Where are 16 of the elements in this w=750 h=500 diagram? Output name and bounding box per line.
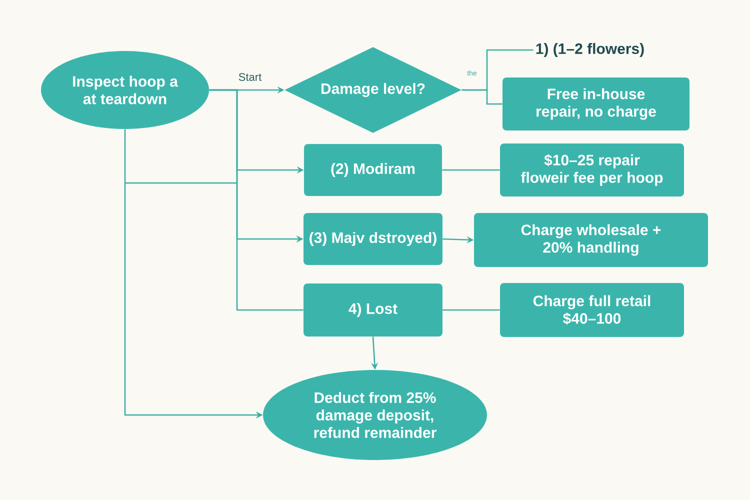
terminal-oval: Deduct from 25% damage deposit, refund remainder bbox=[263, 370, 487, 460]
process-box: 4) Lost bbox=[304, 284, 442, 336]
connector-line bbox=[125, 182, 237, 184]
process-box: Charge full retail $40–100 bbox=[500, 283, 684, 337]
connector-line bbox=[462, 89, 502, 105]
connector-line bbox=[209, 89, 304, 311]
process-box: Free in-house repair, no charge bbox=[502, 78, 690, 130]
process-box: Charge wholesale + 20% handling bbox=[474, 213, 708, 267]
edge-label: Start bbox=[237, 72, 263, 82]
process-box: (3) Majv dstroyed) bbox=[304, 213, 442, 265]
branch-label: 1) (1–2 flowers) bbox=[536, 43, 644, 57]
terminal-oval: Inspect hoop a at teardown bbox=[41, 51, 209, 129]
connector-line bbox=[442, 309, 500, 311]
connector-line bbox=[442, 169, 500, 171]
process-box: (2) Modiram bbox=[304, 144, 442, 196]
process-box: $10–25 repair floweir fee per hoop bbox=[500, 144, 684, 196]
